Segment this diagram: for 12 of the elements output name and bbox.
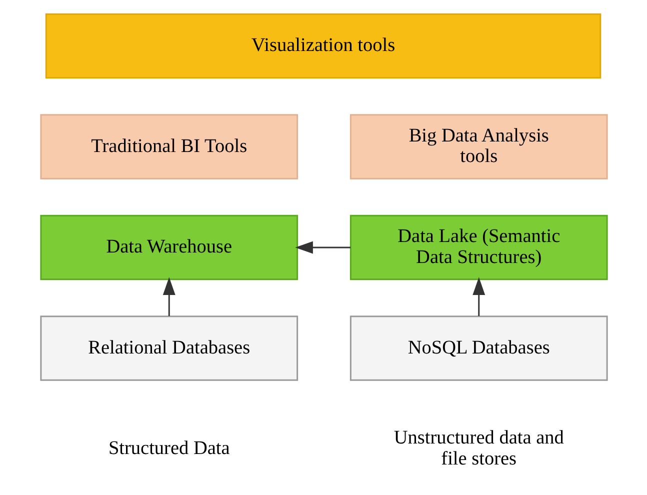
node-box: Relational Databases xyxy=(40,316,298,381)
arrow xyxy=(472,277,485,316)
arrow xyxy=(162,277,175,316)
node-label: Structured Data xyxy=(108,438,230,460)
arrow xyxy=(294,241,350,254)
node-label: Unstructured data and file stores xyxy=(393,428,564,470)
node-box: Data Warehouse xyxy=(40,214,298,280)
node-box: Data Lake (Semantic Data Structures) xyxy=(349,214,608,280)
node-box: Big Data Analysis tools xyxy=(349,114,608,180)
node-box: Visualization tools xyxy=(44,13,601,79)
node-box: Traditional BI Tools xyxy=(40,114,298,180)
node-box: NoSQL Databases xyxy=(349,316,608,381)
